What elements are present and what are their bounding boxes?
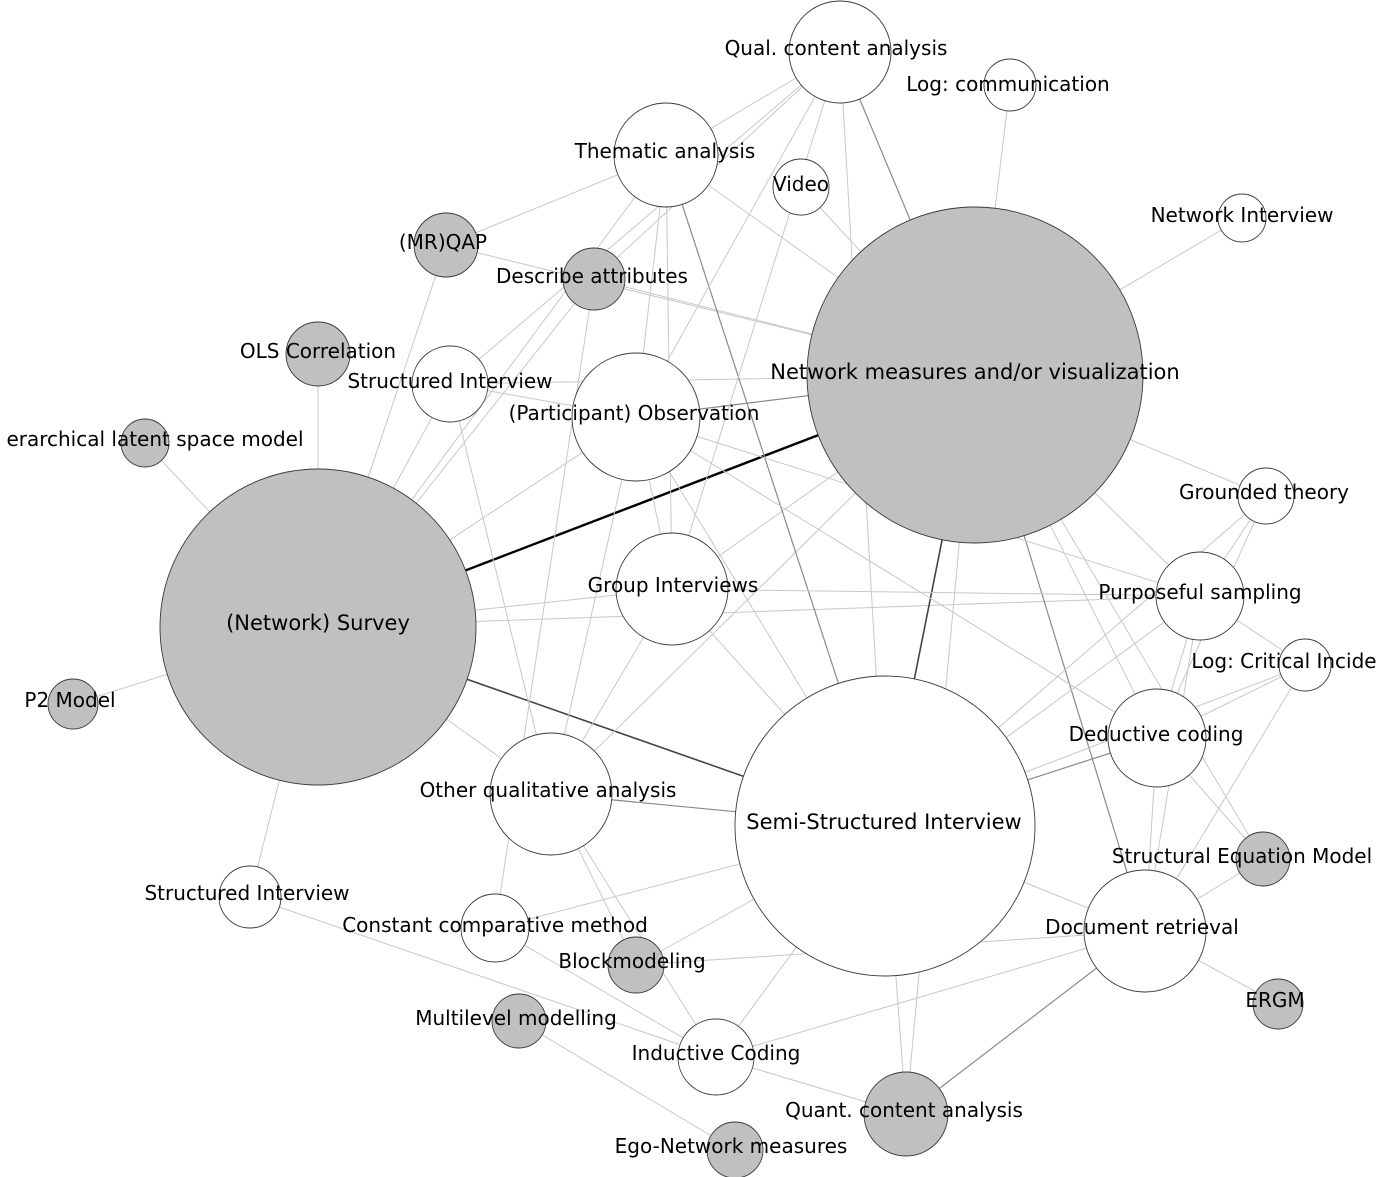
node-label-quant-content-analysis: Quant. content analysis: [785, 1098, 1023, 1122]
node-blockmodeling: [607, 936, 665, 994]
node-label-ergm: ERGM: [1245, 988, 1304, 1012]
node-other-qualitative-analysis: [489, 732, 613, 856]
node-label-log-communication: Log: communication: [906, 72, 1110, 96]
node-label-structured-interview-top: Structured Interview: [347, 369, 552, 393]
node-network-interview: [1217, 193, 1267, 243]
node-label-grounded-theory: Grounded theory: [1179, 480, 1349, 504]
node-document-retrieval: [1083, 869, 1207, 993]
node-label-describe-attributes: Describe attributes: [496, 264, 688, 288]
node-label-ego-network-measures: Ego-Network measures: [615, 1134, 848, 1158]
node-label-purposeful-sampling: Purposeful sampling: [1098, 580, 1301, 604]
node-purposeful-sampling: [1155, 551, 1245, 641]
edge-constant-comparative-method-to-inductive-coding: [494, 927, 717, 1058]
node-label-group-interviews: Group Interviews: [588, 573, 759, 597]
edge-multilevel-modelling-to-ego-network-measures: [518, 1020, 736, 1151]
edge-participant-observation-to-deductive-coding: [635, 416, 1158, 739]
node-ergm: [1252, 978, 1304, 1030]
node-structured-interview-bottom: [218, 865, 282, 929]
node-hierarchical-latent-space: [120, 418, 170, 468]
node-mr-qap: [413, 212, 479, 278]
node-label-structural-equation-model: Structural Equation Model: [1112, 844, 1372, 868]
node-describe-attributes: [562, 247, 626, 311]
node-structured-interview-top: [411, 345, 489, 423]
node-label-inductive-coding: Inductive Coding: [632, 1041, 801, 1065]
node-constant-comparative-method: [460, 893, 530, 963]
node-group-interviews: [615, 532, 729, 646]
edge-structured-interview-bottom-to-inductive-coding: [249, 896, 717, 1058]
node-semi-structured-interview: [734, 675, 1036, 977]
node-deductive-coding: [1107, 688, 1207, 788]
node-label-p2-model: P2 Model: [24, 688, 115, 712]
edge-qual-content-analysis-to-group-interviews: [671, 51, 841, 590]
node-label-deductive-coding: Deductive coding: [1069, 722, 1244, 746]
node-p2-model: [47, 678, 99, 730]
node-label-log-critical-incidents: Log: Critical Incide: [1191, 649, 1376, 673]
edge-qual-content-analysis-to-participant-observation: [635, 51, 841, 418]
node-qual-content-analysis: [788, 0, 892, 104]
node-label-multilevel-modelling: Multilevel modelling: [415, 1006, 617, 1030]
node-video: [772, 158, 830, 216]
edge-structured-interview-top-to-other-qualitative-analysis: [449, 383, 552, 795]
node-label-video: Video: [773, 172, 829, 196]
edge-group-interviews-to-purposeful-sampling: [671, 588, 1201, 597]
node-label-thematic-analysis: Thematic analysis: [574, 139, 756, 163]
node-label-participant-observation: (Participant) Observation: [509, 401, 760, 425]
node-participant-observation: [571, 352, 701, 482]
node-grounded-theory: [1237, 467, 1295, 525]
node-label-qual-content-analysis: Qual. content analysis: [725, 36, 948, 60]
node-ego-network-measures: [706, 1121, 764, 1177]
node-label-hierarchical-latent-space: erarchical latent space model: [6, 427, 303, 451]
node-label-network-measures: Network measures and/or visualization: [770, 360, 1179, 384]
node-label-structured-interview-bottom: Structured Interview: [144, 881, 349, 905]
node-thematic-analysis: [613, 102, 719, 208]
nodes-layer: [47, 0, 1332, 1177]
node-network-survey: [159, 468, 477, 786]
node-label-network-survey: (Network) Survey: [226, 611, 410, 635]
node-label-ols-correlation: OLS Correlation: [240, 339, 396, 363]
node-log-communication: [983, 58, 1037, 112]
edge-qual-content-analysis-to-structured-interview-top: [449, 51, 841, 385]
node-label-constant-comparative-method: Constant comparative method: [342, 913, 648, 937]
node-label-blockmodeling: Blockmodeling: [558, 949, 705, 973]
node-label-semi-structured-interview: Semi-Structured Interview: [746, 810, 1021, 834]
node-label-document-retrieval: Document retrieval: [1045, 915, 1239, 939]
node-network-measures: [806, 206, 1144, 544]
edge-document-retrieval-to-inductive-coding: [715, 930, 1146, 1058]
node-label-network-interview: Network Interview: [1151, 203, 1334, 227]
node-structural-equation-model: [1235, 831, 1291, 887]
node-quant-content-analysis: [863, 1071, 949, 1157]
labels-layer: (Network) Survey Network measures and/or …: [6, 36, 1376, 1158]
node-log-critical-incidents: [1278, 638, 1332, 692]
node-label-mr-qap: (MR)QAP: [399, 230, 487, 254]
node-inductive-coding: [677, 1018, 755, 1096]
node-multilevel-modelling: [491, 993, 547, 1049]
node-label-other-qualitative-analysis: Other qualitative analysis: [420, 778, 677, 802]
node-ols-correlation: [285, 321, 351, 387]
